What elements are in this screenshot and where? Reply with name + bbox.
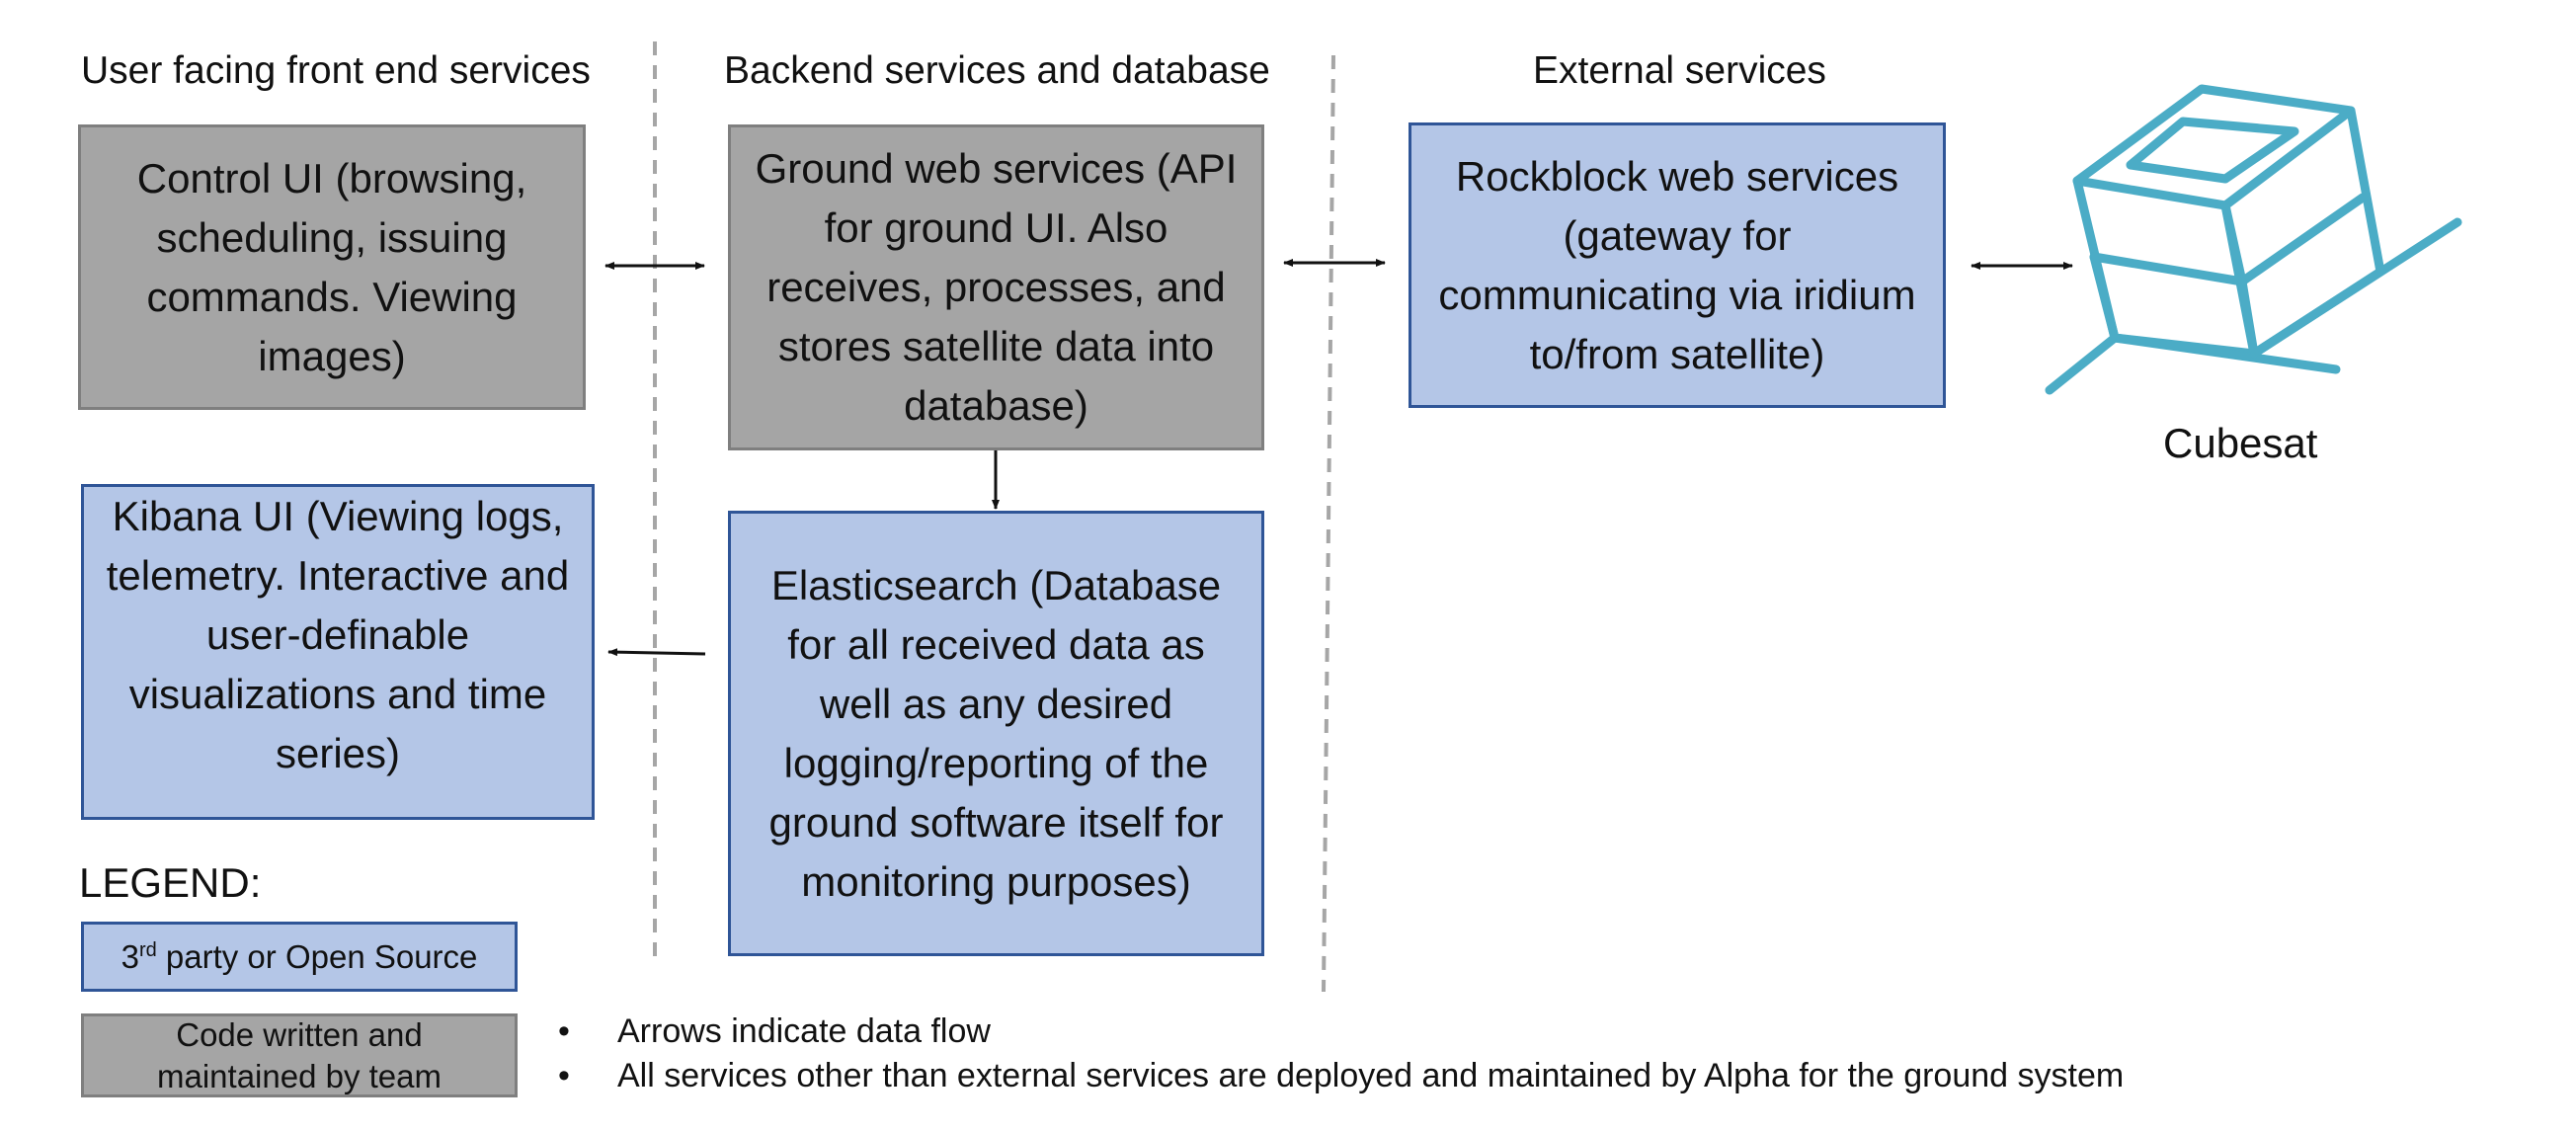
rockblock-web-services-label: Rockblock web services (gateway for comm… [1438, 152, 1916, 377]
legend-third-party-swatch: 3rd party or Open Source [81, 922, 518, 992]
elasticsearch-label: Elasticsearch (Database for all received… [768, 561, 1224, 905]
note-item: All services other than external service… [558, 1054, 2124, 1098]
control-ui-box: Control UI (browsing, scheduling, issuin… [78, 124, 586, 410]
kibana-ui-label: Kibana UI (Viewing logs, telemetry. Inte… [106, 493, 570, 776]
legend-title: LEGEND: [79, 859, 262, 906]
legend-third-party-label: 3rd party or Open Source [121, 937, 478, 975]
elasticsearch-box: Elasticsearch (Database for all received… [728, 511, 1264, 956]
column-heading-external: External services [1533, 49, 1826, 92]
cubesat-icon [2045, 84, 2462, 395]
legend-team-label: Code written and maintained by team [157, 1015, 442, 1094]
divider-right [1322, 54, 1335, 993]
column-heading-front-end: User facing front end services [81, 49, 591, 92]
column-heading-backend: Backend services and database [724, 49, 1270, 92]
kibana-ui-box: Kibana UI (Viewing logs, telemetry. Inte… [81, 484, 595, 820]
notes-list: Arrows indicate data flow All services o… [558, 1010, 2124, 1098]
ground-web-services-box: Ground web services (API for ground UI. … [728, 124, 1264, 450]
legend-team-swatch: Code written and maintained by team [81, 1013, 518, 1097]
note-item: Arrows indicate data flow [558, 1010, 2124, 1054]
arrow-elasticsearch-kibana [607, 648, 706, 657]
control-ui-label: Control UI (browsing, scheduling, issuin… [136, 154, 527, 379]
cubesat-label: Cubesat [2163, 420, 2318, 466]
rockblock-web-services-box: Rockblock web services (gateway for comm… [1409, 122, 1946, 408]
ground-web-services-label: Ground web services (API for ground UI. … [755, 145, 1238, 429]
